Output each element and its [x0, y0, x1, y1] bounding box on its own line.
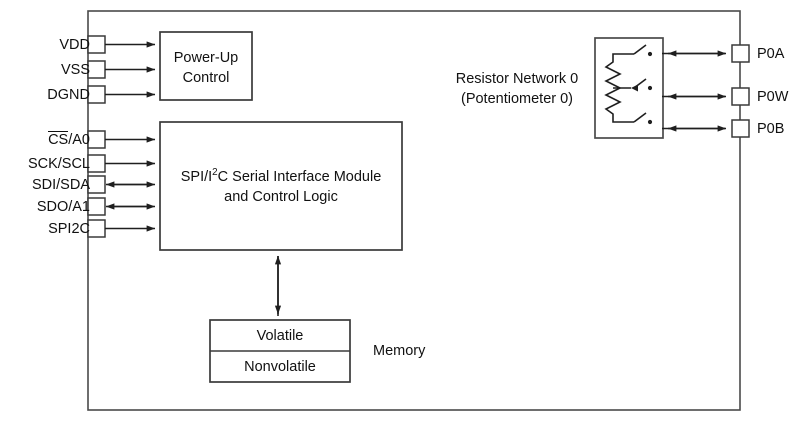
serial-interface-line1-pre: SPI/I — [180, 169, 213, 185]
left-pin-squares — [87, 35, 106, 238]
pin-label-p0b: P0B — [757, 121, 785, 137]
left-pin-wires — [105, 41, 156, 232]
right-pin-squares — [731, 44, 750, 138]
serial-interface-superscript: 2 — [212, 167, 218, 179]
pin-label-spi2c: SPI2C — [48, 221, 90, 237]
pin-label-sck-scl: SCK/SCL — [27, 156, 90, 172]
right-pin-wires — [662, 50, 727, 132]
resistor-network-label: Resistor Network 0 (Potentiometer 0) — [443, 70, 591, 109]
memory-volatile-label: Volatile — [256, 328, 304, 344]
serial-interface-line1-post: C Serial Interface Module — [217, 169, 382, 185]
resistor-ladder — [604, 53, 634, 123]
pin-label-sdi-sda: SDI/SDA — [31, 177, 90, 193]
pin-label-cs-a0: CS/A0 — [0, 130, 90, 149]
memory-caption: Memory — [373, 343, 426, 359]
serial-interface-line1: SPI/I2C Serial Interface Module — [160, 168, 402, 188]
serial-interface-label: SPI/I2C Serial Interface Module and Cont… — [160, 168, 402, 207]
power-up-control-label: Power-Up Control — [160, 49, 252, 88]
pin-label-vdd: VDD — [59, 37, 90, 53]
memory-block — [209, 319, 351, 383]
pin-label-dgnd: DGND — [47, 87, 90, 103]
serial-interface-block — [159, 121, 403, 251]
pin-label-p0a: P0A — [757, 46, 785, 62]
pin-label-sdo-a1: SDO/A1 — [36, 199, 90, 215]
power-up-control-line1: Power-Up — [173, 50, 239, 66]
memory-nonvolatile-label: Nonvolatile — [244, 359, 316, 375]
serial-interface-line2: and Control Logic — [224, 188, 338, 205]
pin-label-vss: VSS — [60, 62, 90, 78]
resistor-network-line2: (Potentiometer 0) — [460, 90, 574, 107]
resistor-switches — [631, 44, 653, 125]
resistor-network-line1: Resistor Network 0 — [455, 71, 579, 87]
cs-suffix-text: /A0 — [68, 132, 90, 148]
power-up-control-line2: Control — [182, 69, 230, 86]
cs-overline-text: CS — [48, 130, 69, 148]
power-up-control-block — [159, 31, 253, 101]
pin-label-p0w: P0W — [757, 89, 789, 105]
